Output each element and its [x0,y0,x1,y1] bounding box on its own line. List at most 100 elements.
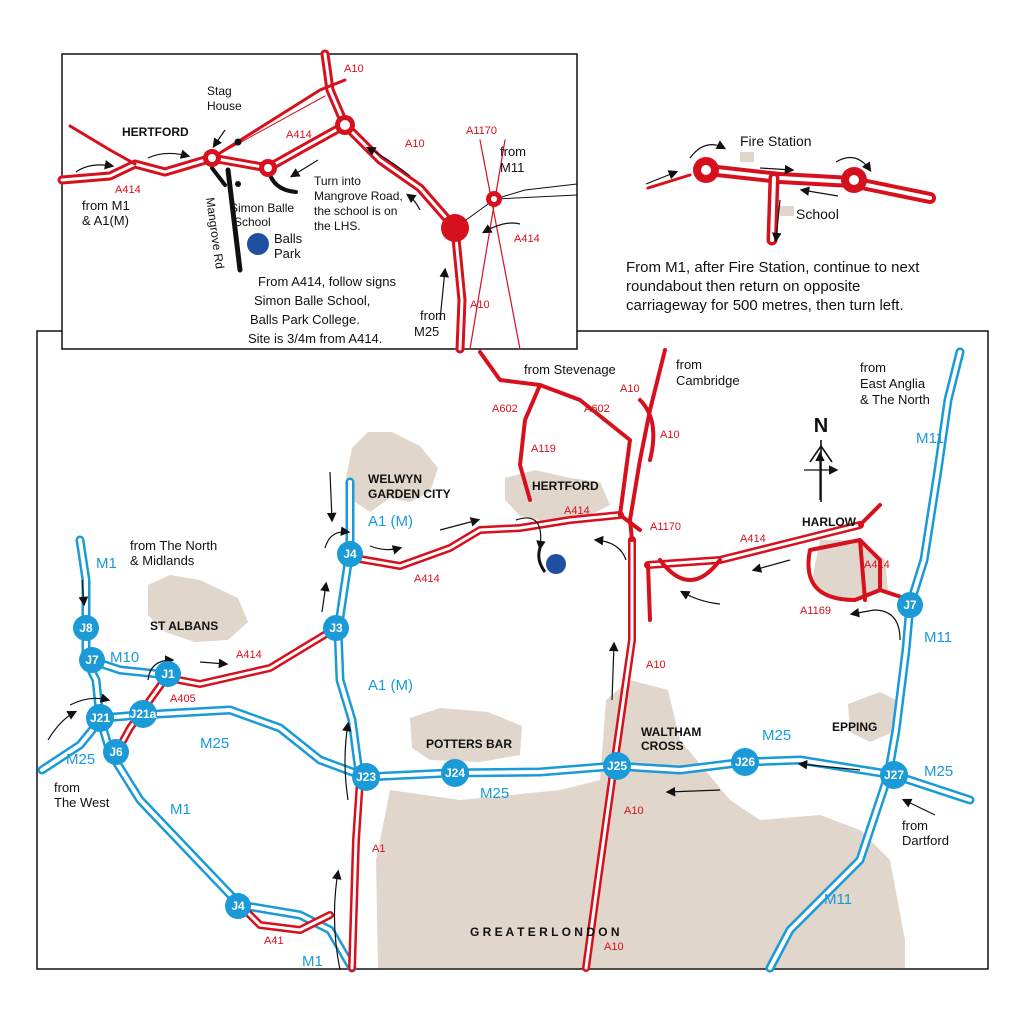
from-north-1: from The North [130,538,217,553]
svg-text:J21: J21 [90,711,110,725]
junction-j27: J27 [880,761,908,789]
label-a414-east: A414 [740,533,766,545]
st-albans-area [148,575,248,642]
inset-follow-4: Site is 3/4m from A414. [248,331,382,346]
label-a405: A405 [170,693,196,705]
north-arrow-icon [809,440,833,502]
welwyn-area [346,432,438,512]
junction-j4-a1m: J4 [337,541,363,567]
inset-turn-4: the LHS. [314,219,361,233]
label-a119: A119 [531,443,556,455]
svg-text:J4: J4 [231,899,245,913]
svg-text:J4: J4 [343,547,357,561]
label-m10: M10 [110,649,139,666]
place-potters-bar: POTTERS BAR [426,737,512,751]
from-east-anglia-3: & The North [860,392,930,407]
junction-j21a: J21a [129,700,157,728]
svg-text:J7: J7 [903,598,917,612]
label-a41: A41 [264,935,284,947]
inset-school-2: School [234,215,271,229]
svg-text:J3: J3 [329,621,343,635]
inset-label-a414-right: A414 [514,233,540,245]
label-m25-mid: M25 [480,785,509,802]
inset-label-a10-mid: A10 [405,138,425,150]
inset-from-m25-2: M25 [414,324,439,339]
inset-turn-3: the school is on [314,204,397,218]
junction-j7-west: J7 [79,647,105,673]
svg-text:J24: J24 [445,766,465,780]
from-stevenage: from Stevenage [524,362,616,377]
svg-text:J25: J25 [607,759,627,773]
inset-from-m25-1: from [420,308,446,323]
inset-balls-2: Park [274,246,301,261]
from-east-anglia-1: from [860,360,886,375]
label-m11-top: M11 [916,430,944,447]
svg-text:J21a: J21a [130,707,157,721]
inset-stag-1: Stag [207,84,232,98]
label-a1m-mid: A1 (M) [368,677,413,694]
from-north-2: & Midlands [130,553,195,568]
label-a602-a: A602 [492,403,518,415]
inset-balls-1: Balls [274,231,303,246]
junction-markers: J8 J7 J1 J21 J21a J6 J4 J3 J23 J24 J25 J… [73,541,923,919]
from-west-1: from [54,780,80,795]
label-a1: A1 [372,843,385,855]
label-m1-mid: M1 [170,801,191,818]
label-a1169: A1169 [800,605,831,617]
label-m25-right-b: M25 [924,763,953,780]
inset-stag-2: House [207,99,242,113]
north-label: N [814,415,828,437]
junction-j6: J6 [103,739,129,765]
inset-from-m1-1: from M1 [82,198,130,213]
label-a414-hertford: A414 [564,505,590,517]
inset-label-a414-left: A414 [115,184,141,196]
place-welwyn-2: GARDEN CITY [368,487,451,501]
junction-j1: J1 [155,661,181,687]
inset-school-1: Simon Balle [230,201,294,215]
harlow-area [812,540,888,600]
junction-j7-east: J7 [897,592,923,618]
junction-j4-m1: J4 [225,893,251,919]
place-hertford: HERTFORD [532,479,599,493]
place-waltham-1: WALTHAM [641,725,701,739]
inset-from-m11-1: from [500,144,526,159]
label-m1-bottom: M1 [302,953,323,970]
label-m11-mid: M11 [924,629,952,646]
inset-turn-2: Mangrove Road, [314,189,403,203]
harlow-note-3: carriageway for 500 metres, then turn le… [626,297,904,314]
junction-j23: J23 [352,763,380,791]
label-a1170: A1170 [650,521,681,533]
from-cambridge-2: Cambridge [676,373,740,388]
junction-j25: J25 [603,752,631,780]
place-greater-london: G R E A T E R L O N D O N [470,925,620,939]
place-welwyn-1: WELWYN [368,472,422,486]
svg-text:J1: J1 [161,667,175,681]
label-a602-b: A602 [584,403,610,415]
label-a10-bottom: A10 [604,941,624,953]
harlow-note-1: From M1, after Fire Station, continue to… [626,259,920,276]
from-dartford-2: Dartford [902,833,949,848]
potters-bar-area [410,708,522,762]
from-east-anglia-2: East Anglia [860,376,926,391]
svg-text:J23: J23 [356,770,376,784]
junction-j26: J26 [731,748,759,776]
label-a10-mid: A10 [646,659,666,671]
svg-text:J8: J8 [79,621,93,635]
junction-j3: J3 [323,615,349,641]
label-a414-harlow: A414 [864,559,890,571]
hertford-area [505,470,610,522]
svg-text:J26: J26 [735,755,755,769]
label-m25-right-a: M25 [762,727,791,744]
inset-label-a1170: A1170 [466,125,497,137]
harlow-school: School [796,206,839,222]
inset-turn-1: Turn into [314,174,361,188]
junction-j21: J21 [86,704,114,732]
place-harlow: HARLOW [802,515,857,529]
label-a10-a: A10 [620,383,640,395]
label-a414-st-albans: A414 [236,649,262,661]
direction-arrows [47,451,936,971]
site-access-road [537,547,547,573]
label-m1-top: M1 [96,555,117,572]
place-waltham-2: CROSS [641,739,684,753]
inset-label-a10-top: A10 [344,63,364,75]
